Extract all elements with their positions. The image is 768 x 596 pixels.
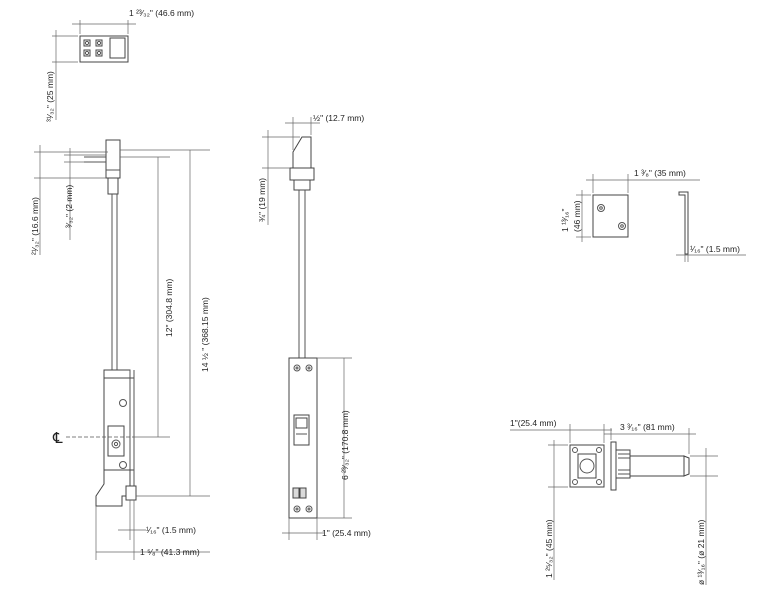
flush-bolt-side-view bbox=[262, 117, 352, 540]
top-offset-label: ²¹⁄₃₂" (16.6 mm) bbox=[30, 197, 40, 255]
strike-plate-view bbox=[576, 174, 746, 262]
overall-length-label: 14 ½ " (368.15 mm) bbox=[200, 297, 210, 372]
socket-length-label: 3 ³⁄₁₆" (81 mm) bbox=[620, 422, 675, 432]
tip-width-label: ½" (12.7 mm) bbox=[313, 113, 364, 123]
bolt-head-top-view bbox=[52, 20, 136, 120]
tip-height-label: ¾" (19 mm) bbox=[257, 178, 267, 222]
small-gap-label: ³⁄₃₂" (2 mm) bbox=[64, 185, 74, 228]
strike-thickness-label: ¹⁄₁₆" (1.5 mm) bbox=[690, 244, 740, 254]
strike-height-metric-label: (46 mm) bbox=[572, 200, 582, 232]
faceplate-length-label: 6 ²³⁄₃₂" (170.8 mm) bbox=[340, 410, 350, 480]
strike-height-imperial-label: 1 ¹³⁄₁₆" bbox=[560, 209, 570, 232]
flush-bolt-front-view bbox=[34, 139, 210, 560]
overall-depth-label: 1 ⁵⁄₈" (41.3 mm) bbox=[140, 547, 200, 557]
bolt-head-width-label: 1 ²³⁄₃₂" (46.6 mm) bbox=[129, 8, 194, 18]
bolt-head-height-label: ³¹⁄₃₂" (25 mm) bbox=[45, 71, 55, 122]
rod-length-label: 12" (304.8 mm) bbox=[164, 279, 174, 337]
faceplate-thickness-label: ¹⁄₁₆" (1.5 mm) bbox=[146, 525, 196, 535]
faceplate-width-label: 1" (25.4 mm) bbox=[322, 528, 371, 538]
plate-height-label: 1 ²⁵⁄₃₂" (45 mm) bbox=[544, 519, 554, 578]
centerline-symbol: ℄ bbox=[52, 429, 63, 447]
dust-proof-strike-view bbox=[510, 424, 718, 585]
socket-diameter-label: ø ¹³⁄₁₆" (ø 21 mm) bbox=[696, 519, 706, 585]
strike-width-label: 1 ³⁄₈" (35 mm) bbox=[634, 168, 686, 178]
plate-width-label: 1"(25.4 mm) bbox=[510, 418, 557, 428]
